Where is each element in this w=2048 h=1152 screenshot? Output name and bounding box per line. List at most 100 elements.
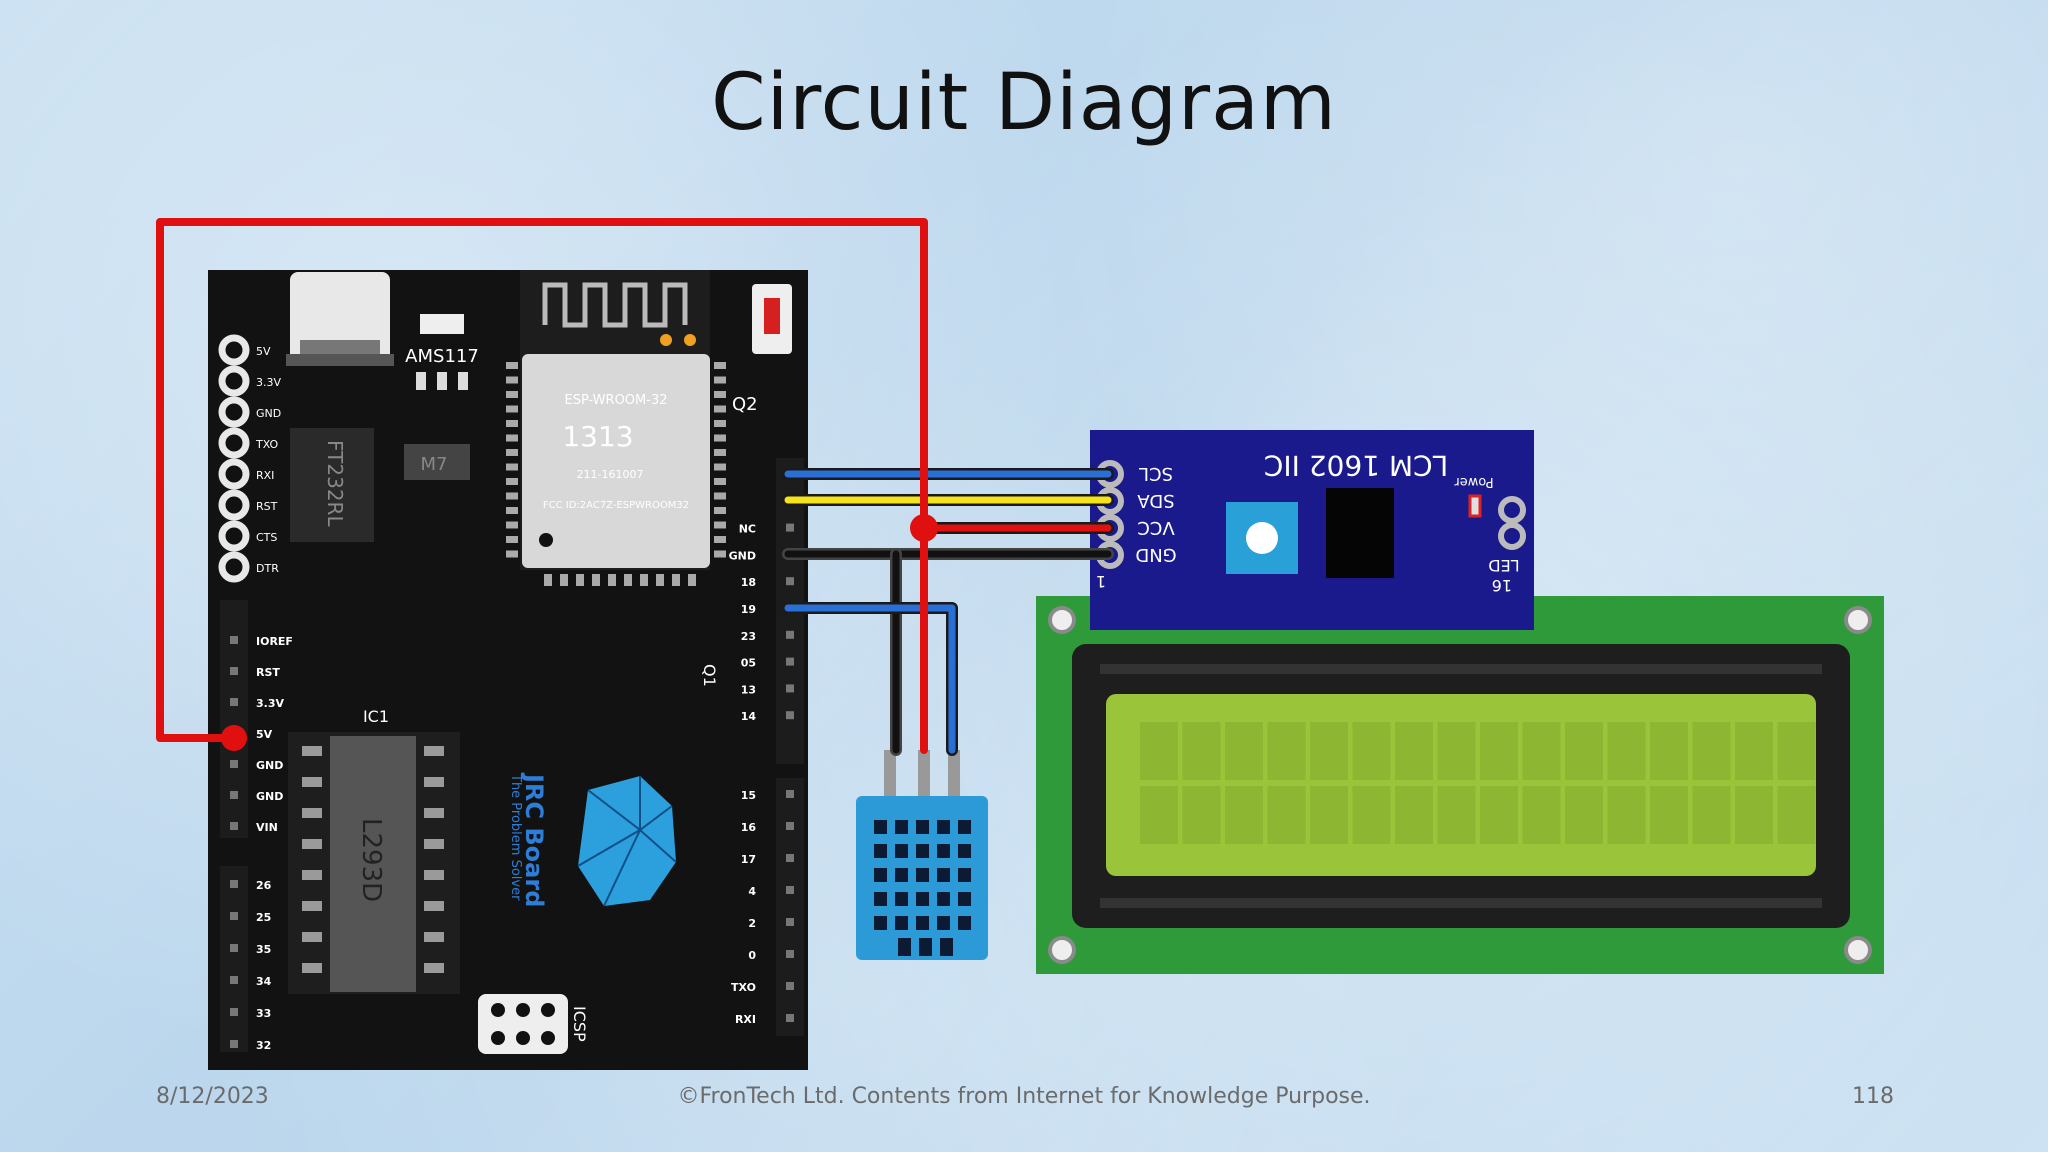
l293d-pin	[424, 932, 444, 942]
io-pin	[230, 1040, 238, 1048]
led-jumper	[1498, 496, 1526, 550]
right-pin	[786, 711, 794, 720]
lcd-char-cell	[1310, 786, 1348, 844]
power-pin	[230, 760, 238, 768]
lcd-char-cell	[1650, 786, 1688, 844]
esp-pin	[506, 521, 518, 529]
esp-pin	[714, 405, 726, 413]
l293d-pin	[302, 746, 322, 756]
l293d-pin	[424, 746, 444, 756]
sensor-grille-slot	[895, 868, 908, 882]
power-pin-label: RST	[256, 666, 280, 679]
esp-pin	[506, 420, 518, 427]
right-pin-label: 16	[741, 821, 757, 834]
header-pin-label: GND	[256, 407, 281, 420]
esp-pin	[506, 362, 518, 369]
svg-text:L293D: L293D	[356, 818, 386, 902]
sensor-grille-slot	[874, 820, 887, 834]
power-led	[1468, 494, 1482, 518]
lcd-char-cell	[1352, 786, 1391, 844]
right-pin-label: TXO	[731, 981, 756, 994]
right-pin	[786, 657, 794, 666]
lcd-char-cell	[1225, 722, 1263, 780]
header-pin	[218, 427, 250, 459]
power-pin-label: 5V	[256, 728, 273, 741]
power-pin-label: VIN	[256, 821, 278, 834]
right-pin-label: 2	[748, 917, 756, 930]
m7-diode	[404, 444, 470, 480]
svg-text:211-161007: 211-161007	[577, 468, 644, 481]
header-pin-label: DTR	[256, 562, 279, 575]
sensor-grille-slot	[895, 844, 908, 858]
right-pin-label: 14	[741, 710, 757, 723]
io-pin-label: 33	[256, 1007, 271, 1020]
esp-pin	[576, 574, 584, 586]
esp-pin	[506, 405, 518, 413]
q1-label: Q1	[700, 664, 719, 687]
header-pin-label: 3.3V	[256, 376, 281, 389]
esp-pin	[714, 420, 726, 427]
l293d-pin	[302, 839, 322, 849]
lcd-char-cell	[1735, 722, 1773, 780]
l293d-pin	[302, 932, 322, 942]
lcd-char-cell	[1650, 722, 1688, 780]
l293d-pin	[424, 963, 444, 973]
right-pin	[786, 918, 794, 926]
esp-pin	[714, 550, 726, 558]
sensor-grille-slot	[895, 892, 908, 906]
pcf8574-chip	[1326, 488, 1394, 578]
esp-pin	[506, 434, 518, 442]
dht11-sensor	[856, 750, 988, 960]
power-pin	[230, 698, 238, 706]
lcd-char-cell	[1565, 722, 1603, 780]
right-pin	[786, 523, 794, 532]
lcd-char-cell	[1310, 722, 1348, 780]
lcd-char-cell	[1352, 722, 1391, 780]
lcd-char-cell	[1735, 786, 1773, 844]
l293d-pin	[424, 839, 444, 849]
esp-pin	[714, 507, 726, 514]
junction-5v	[221, 725, 247, 751]
lcd-char-cell	[1395, 786, 1433, 844]
esp-pin	[624, 574, 632, 586]
slide-number: 118	[1852, 1084, 1894, 1109]
lcd-char-cell	[1692, 722, 1731, 780]
lcd-char-cell	[1480, 722, 1518, 780]
right-pin	[786, 982, 794, 990]
sensor-grille-slot	[874, 916, 887, 930]
lcd-char-cell	[1480, 786, 1518, 844]
right-pin-label: 23	[741, 630, 756, 643]
lcd-char-cell	[1437, 786, 1476, 844]
esp-pin	[560, 574, 568, 586]
lcd-char-cell	[1267, 722, 1306, 780]
sensor-grille-slot	[958, 820, 971, 834]
ic1-label: IC1	[363, 707, 389, 726]
right-pin-label: 18	[741, 576, 756, 589]
slide-footer: ©FronTech Ltd. Contents from Internet fo…	[677, 1084, 1371, 1109]
esp-pin	[640, 574, 648, 586]
ft232rl-chip	[290, 428, 374, 542]
power-pin-label: GND	[256, 790, 283, 803]
right-pin	[786, 790, 794, 798]
lcd-char-cell	[1225, 786, 1263, 844]
lcd-char-cell	[1140, 786, 1178, 844]
sensor-grille-slot	[895, 820, 908, 834]
l293d-chip	[330, 736, 416, 992]
i2c-pin-label: SDA	[1137, 490, 1175, 511]
right-pin	[786, 854, 794, 862]
sensor-grille-slot	[937, 916, 950, 930]
sensor-grille-slot	[874, 892, 887, 906]
esp32-module	[522, 354, 710, 568]
jrc-board: AMS117 ESP-WROOM-32 1313 211-161007 FCC …	[208, 270, 808, 1070]
sensor-grille-slot	[937, 868, 950, 882]
esp-pin	[714, 376, 726, 384]
lcd-char-cell	[1777, 722, 1816, 780]
io-pin	[230, 976, 238, 984]
right-pin-label: 19	[741, 603, 756, 616]
l293d-pin	[302, 777, 322, 787]
io-pin-label: 35	[256, 943, 271, 956]
esp-pin	[672, 574, 680, 586]
header-pin	[218, 396, 250, 428]
sensor-grille-slot	[958, 916, 971, 930]
